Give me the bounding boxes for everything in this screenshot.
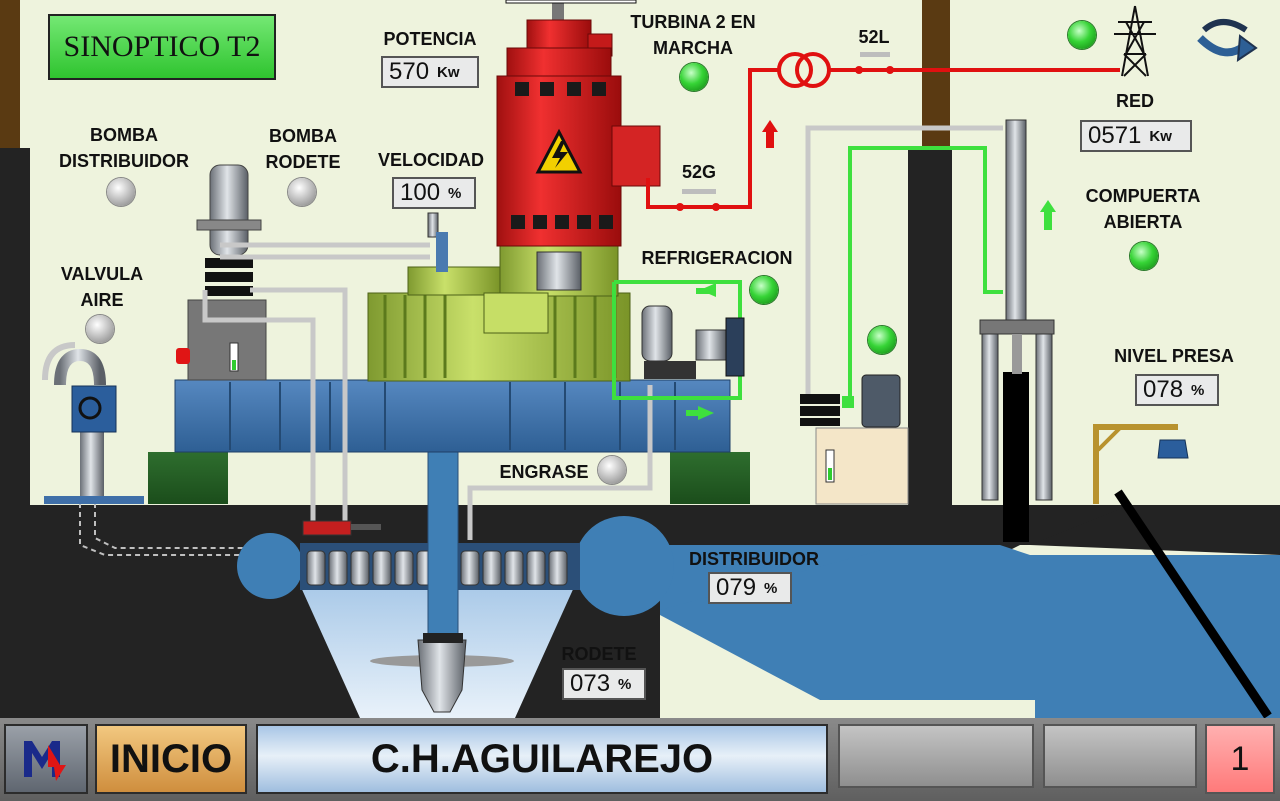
red-value: 0571 bbox=[1088, 122, 1142, 149]
engrase-lamp[interactable] bbox=[598, 456, 626, 484]
engrase-label: ENGRASE bbox=[499, 462, 589, 482]
bomba-distribuidor-lamp[interactable] bbox=[107, 178, 135, 206]
bomba-distribuidor-label: BOMBA DISTRIBUIDOR bbox=[59, 125, 189, 171]
distribuidor-unit: % bbox=[764, 579, 778, 597]
transmission-tower-icon bbox=[1114, 5, 1156, 77]
compuerta-abierta-lamp bbox=[1130, 242, 1158, 270]
nivel-presa-readout: 078 % bbox=[1135, 374, 1219, 406]
distribuidor-value: 079 bbox=[716, 574, 757, 601]
bomba-rodete-label: BOMBA RODETE bbox=[265, 126, 341, 172]
red-label: RED bbox=[1115, 91, 1154, 111]
distribuidor-readout: 079 % bbox=[708, 572, 792, 604]
compuerta-abierta-label: COMPUERTA ABIERTA bbox=[1085, 186, 1201, 232]
rotate-view-icon[interactable] bbox=[1194, 16, 1258, 64]
page-number-button[interactable]: 1 bbox=[1205, 724, 1275, 794]
page-number: 1 bbox=[1230, 739, 1250, 778]
turbina-marcha-lamp bbox=[680, 63, 708, 91]
velocidad-readout: 100 % bbox=[392, 177, 476, 209]
rodete-readout: 073 % bbox=[562, 668, 646, 700]
breaker-52g-label: 52G bbox=[681, 162, 717, 182]
red-lamp bbox=[1068, 21, 1096, 49]
page-title-box: SINOPTICO T2 bbox=[48, 14, 276, 80]
red-unit: Kw bbox=[1149, 127, 1172, 145]
nivel-presa-label: NIVEL PRESA bbox=[1114, 346, 1234, 366]
rodete-value: 073 bbox=[570, 670, 611, 697]
rodete-unit: % bbox=[618, 675, 632, 693]
refrigeracion-lamp bbox=[750, 276, 778, 304]
velocidad-unit: % bbox=[448, 184, 462, 202]
nivel-presa-value: 078 bbox=[1143, 376, 1184, 403]
distribuidor-label: DISTRIBUIDOR bbox=[689, 549, 819, 569]
logo-button[interactable] bbox=[4, 724, 88, 794]
refrigeracion-label: REFRIGERACION bbox=[641, 248, 793, 268]
potencia-unit: Kw bbox=[437, 63, 460, 81]
valvula-aire-lamp[interactable] bbox=[86, 315, 114, 343]
rodete-label: RODETE bbox=[561, 644, 637, 664]
inicio-label: INICIO bbox=[109, 736, 233, 781]
nav-button-blank-1[interactable] bbox=[838, 724, 1034, 788]
velocidad-value: 100 bbox=[400, 179, 441, 206]
nivel-presa-unit: % bbox=[1191, 381, 1205, 399]
velocidad-label: VELOCIDAD bbox=[377, 150, 484, 170]
turbina-marcha-label: TURBINA 2 EN MARCHA bbox=[630, 12, 756, 58]
nav-button-blank-2[interactable] bbox=[1043, 724, 1197, 788]
hydraulic-unit-lamp bbox=[868, 326, 896, 354]
potencia-readout: 570 Kw bbox=[381, 56, 479, 88]
inicio-button[interactable]: INICIO bbox=[95, 724, 247, 794]
red-readout: 0571 Kw bbox=[1080, 120, 1192, 152]
company-logo-icon bbox=[24, 741, 66, 781]
breaker-52l-label: 52L bbox=[858, 27, 890, 47]
valvula-aire-label: VALVULA AIRE bbox=[60, 264, 144, 310]
potencia-value: 570 bbox=[389, 58, 430, 85]
plant-name-banner: C.H.AGUILAREJO bbox=[256, 724, 828, 794]
plant-name: C.H.AGUILAREJO bbox=[370, 736, 714, 781]
page-title: SINOPTICO T2 bbox=[63, 30, 261, 63]
potencia-label: POTENCIA bbox=[383, 29, 477, 49]
bomba-rodete-lamp[interactable] bbox=[288, 178, 316, 206]
